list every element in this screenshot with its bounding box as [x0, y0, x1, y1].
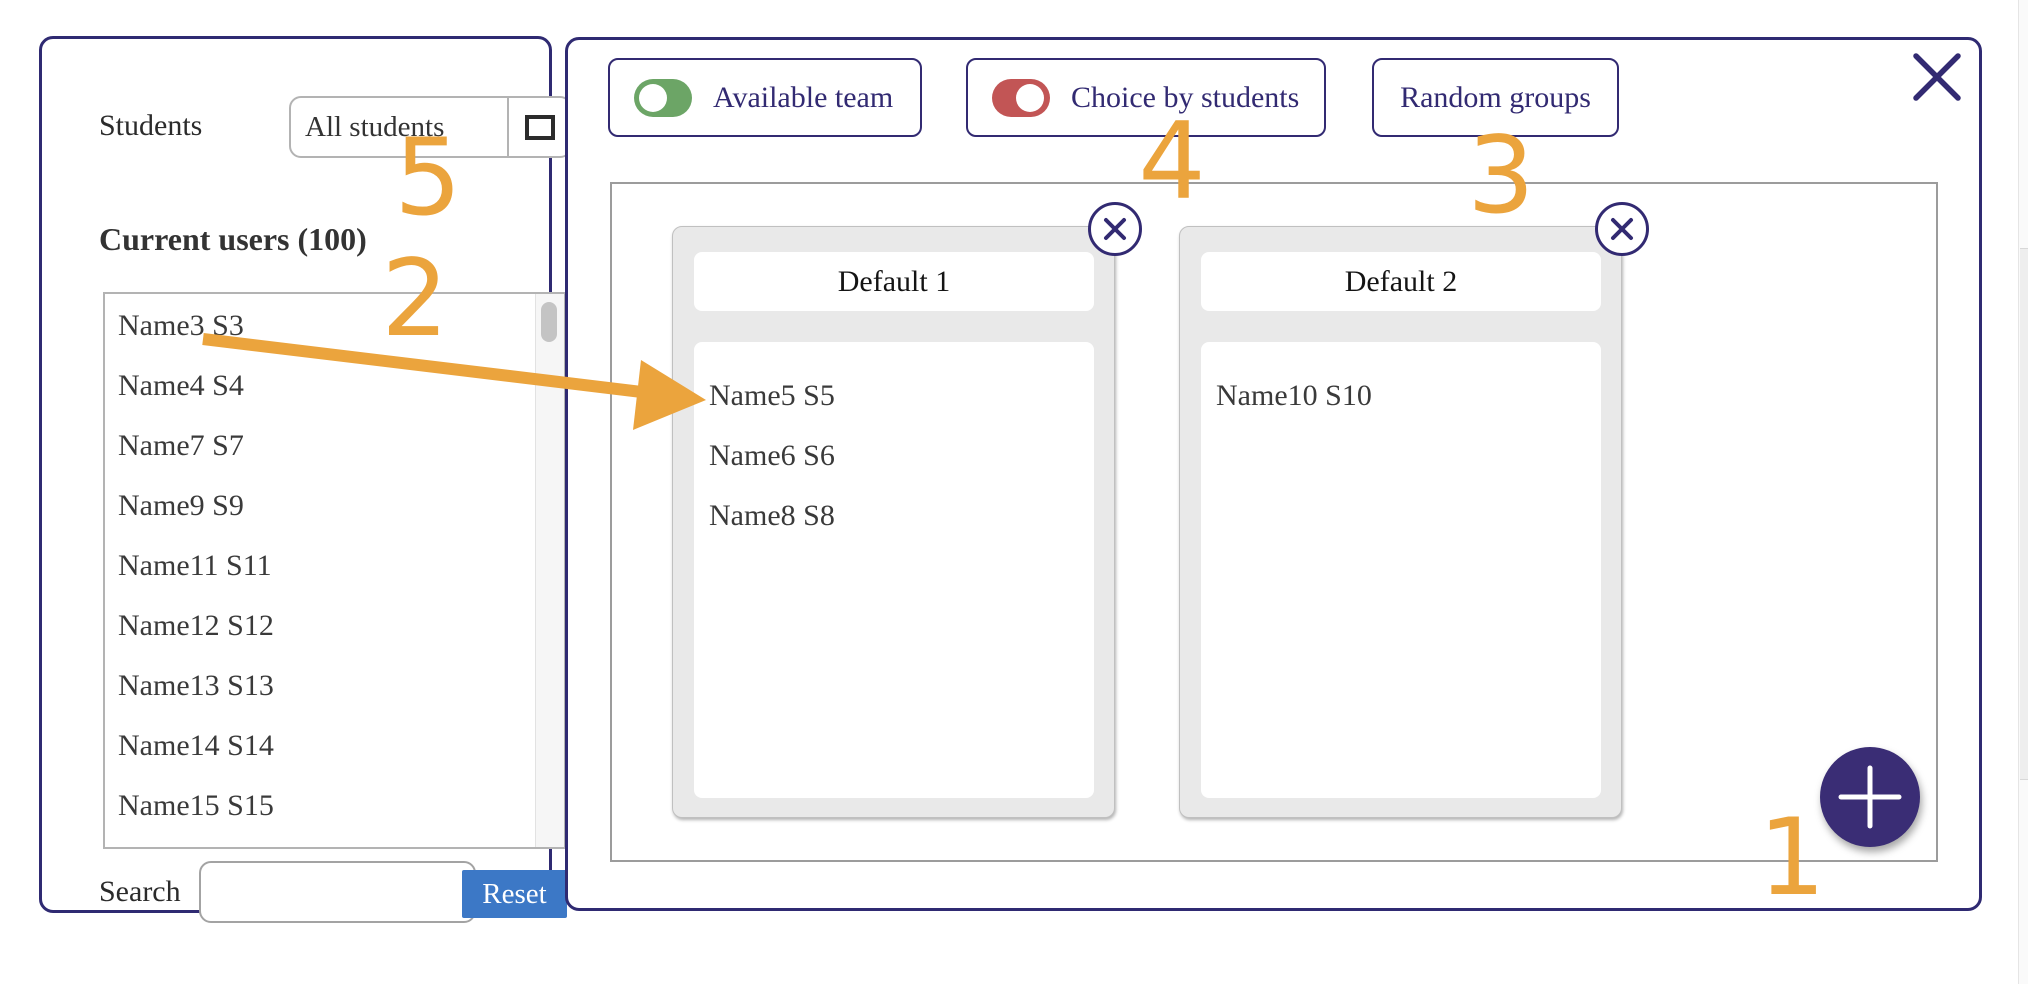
annotation-number-5: 5 [394, 116, 462, 239]
list-item[interactable]: Name11 S11 [118, 549, 272, 582]
available-team-toggle[interactable] [634, 78, 692, 117]
annotation-number-3: 3 [1467, 114, 1535, 237]
group-title: Default 1 [694, 252, 1094, 311]
list-item[interactable]: Name14 S14 [118, 729, 274, 762]
students-list[interactable]: Name3 S3 Name4 S4 Name7 S7 Name9 S9 Name… [103, 292, 566, 849]
group-card-default-2: Default 2 Name10 S10 [1179, 226, 1622, 818]
annotation-number-4: 4 [1138, 100, 1206, 223]
available-team-button[interactable]: Available team [608, 58, 922, 137]
page-scrollbar-thumb[interactable] [2020, 248, 2028, 780]
remove-group-button[interactable] [1088, 202, 1142, 256]
list-item[interactable]: Name15 S15 [118, 789, 274, 822]
group-members-list[interactable]: Name10 S10 [1201, 342, 1601, 798]
list-item[interactable]: Name3 S3 [118, 309, 244, 342]
list-item[interactable]: Name12 S12 [118, 609, 274, 642]
random-groups-label: Random groups [1400, 80, 1591, 114]
annotation-number-1: 1 [1758, 796, 1826, 919]
choice-by-students-toggle[interactable] [992, 78, 1050, 117]
toggle-knob [1016, 83, 1044, 112]
group-member[interactable]: Name6 S6 [709, 439, 835, 472]
dialog-close-icon[interactable] [1906, 46, 1968, 108]
page-scrollbar[interactable] [2018, 0, 2028, 984]
group-member[interactable]: Name10 S10 [1216, 379, 1372, 412]
search-input[interactable] [199, 861, 476, 923]
add-group-button[interactable] [1820, 747, 1920, 847]
annotation-number-2: 2 [381, 237, 449, 360]
toggle-knob [639, 83, 667, 112]
choice-by-students-button[interactable]: Choice by students [966, 58, 1326, 137]
list-item[interactable]: Name9 S9 [118, 489, 244, 522]
choice-by-students-label: Choice by students [1071, 80, 1300, 114]
students-filter-dropdown[interactable]: All students [289, 96, 572, 158]
group-member[interactable]: Name5 S5 [709, 379, 835, 412]
group-title: Default 2 [1201, 252, 1601, 311]
dropdown-divider [507, 98, 509, 156]
dropdown-indicator[interactable] [509, 114, 570, 140]
group-members-list[interactable]: Name5 S5 Name6 S6 Name8 S8 [694, 342, 1094, 798]
students-filter-value: All students [305, 110, 445, 143]
students-list-rows: Name3 S3 Name4 S4 Name7 S7 Name9 S9 Name… [105, 296, 534, 836]
students-panel-title: Students [99, 109, 203, 142]
square-icon [524, 114, 555, 140]
students-panel: Students All students Current users (100… [39, 36, 572, 923]
list-item[interactable]: Name4 S4 [118, 369, 244, 402]
plus-icon [1838, 765, 1902, 829]
reset-button[interactable]: Reset [462, 870, 567, 918]
group-card-default-1: Default 1 Name5 S5 Name6 S6 Name8 S8 [672, 226, 1115, 818]
list-scrollbar[interactable] [535, 294, 564, 847]
close-icon [1104, 218, 1126, 240]
available-team-label: Available team [713, 80, 894, 114]
list-item[interactable]: Name13 S13 [118, 669, 274, 702]
remove-group-button[interactable] [1595, 202, 1649, 256]
current-users-heading: Current users (100) [99, 221, 367, 257]
list-item[interactable]: Name7 S7 [118, 429, 244, 462]
group-member[interactable]: Name8 S8 [709, 499, 835, 532]
list-scrollbar-thumb[interactable] [541, 302, 557, 342]
random-groups-button[interactable]: Random groups [1372, 58, 1619, 137]
search-label: Search [99, 875, 181, 908]
close-icon [1611, 218, 1633, 240]
